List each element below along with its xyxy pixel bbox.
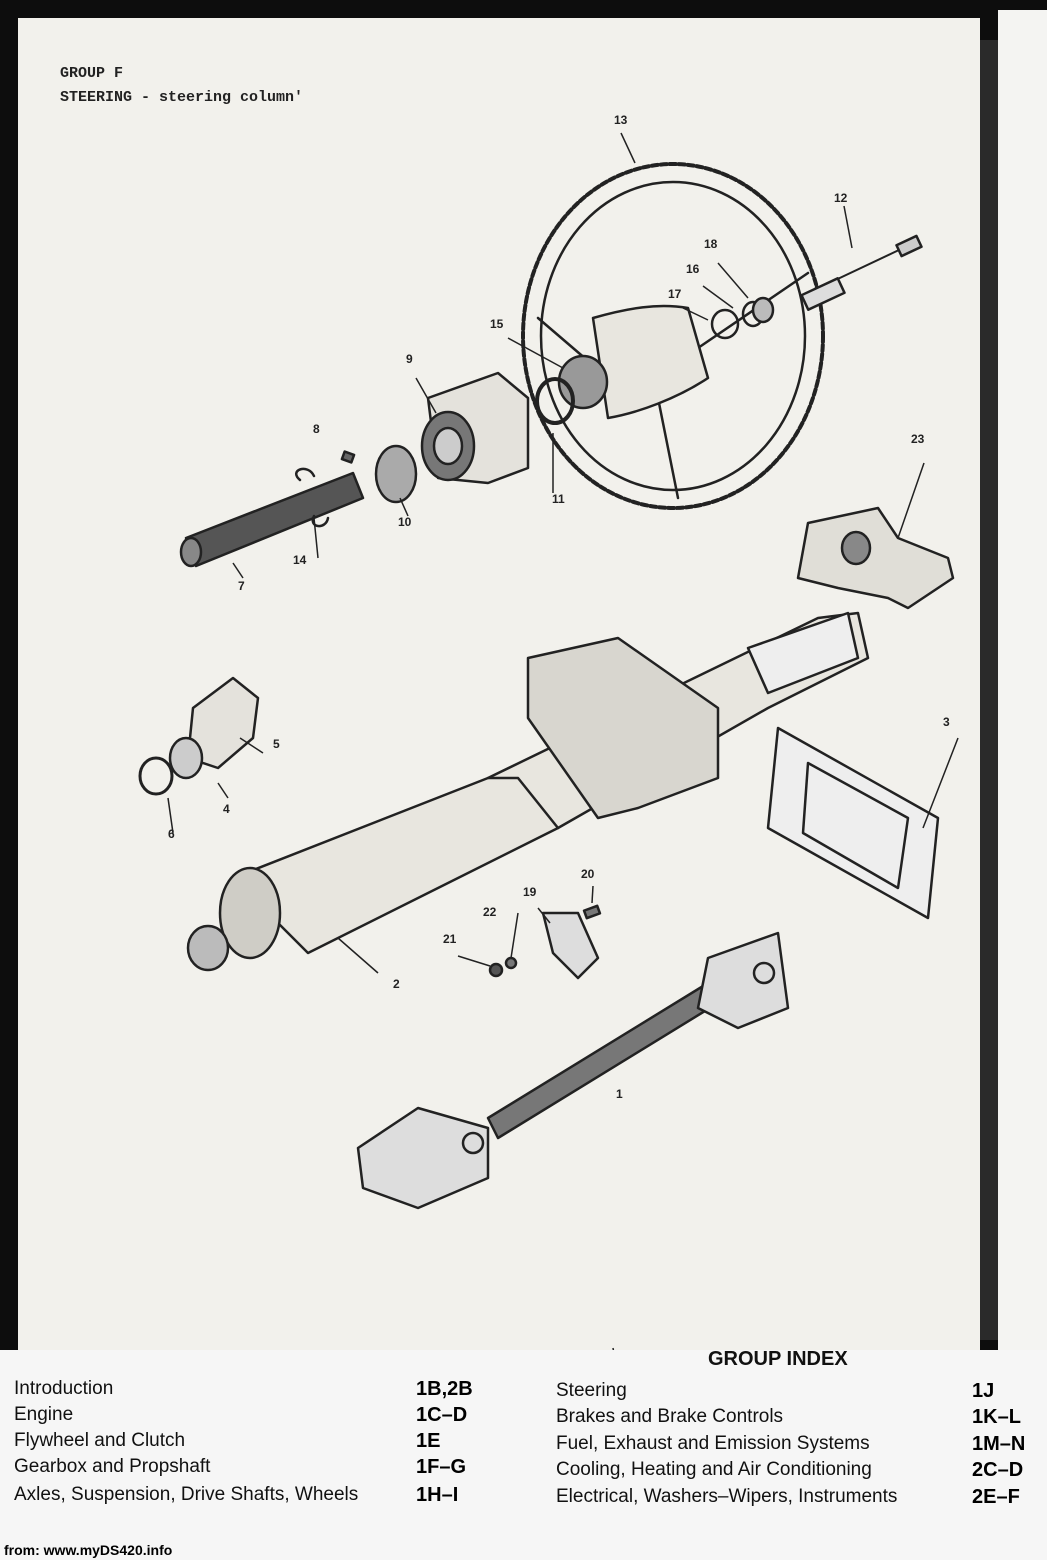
index-item-label[interactable]: Electrical, Washers–Wipers, Instruments [556,1486,898,1507]
part-label-2: 2 [393,977,400,991]
part-label-4: 4 [223,802,230,816]
part-label-5: 5 [273,737,280,751]
screw-part [340,450,356,464]
part-label-3: 3 [943,715,950,729]
shaft-part [179,471,365,568]
part-label-18: 18 [704,237,718,251]
index-item-code[interactable]: 1J [972,1380,995,1402]
index-item-code[interactable]: 2C–D [972,1459,1024,1481]
index-item-code[interactable]: 1M–N [972,1433,1026,1455]
index-item-code[interactable]: 1C–D [416,1404,468,1426]
nut-part [488,962,504,978]
nut-part [751,296,775,324]
index-item-code[interactable]: 1B,2B [416,1378,473,1400]
part-label-11: 11 [552,492,565,506]
group-index-title: GROUP INDEX [708,1348,848,1370]
part-label-10: 10 [398,515,412,529]
index-item-label[interactable]: Fuel, Exhaust and Emission Systems [556,1433,870,1454]
cable-part [800,234,923,311]
exploded-view-diagram: 1 2 3 4 5 6 7 8 9 10 11 12 13 14 15 16 1… [138,113,959,1350]
part-label-14: 14 [293,553,307,567]
index-item-code[interactable]: 2E–F [972,1486,1020,1508]
part-label-9: 9 [406,352,413,366]
part-label-6: 6 [168,827,175,841]
index-item-code[interactable]: 1E [416,1430,441,1452]
steering-wheel-part [521,162,825,510]
part-label-21: 21 [443,932,457,946]
page-edge-margin [998,10,1047,1350]
section-title: STEERING - steering column' [60,89,304,106]
part-label-15: 15 [490,317,504,331]
index-item-label[interactable]: Flywheel and Clutch [14,1430,186,1451]
part-label-22: 22 [483,905,497,919]
index-item-code[interactable]: 1K–L [972,1406,1021,1428]
bracket-clip-part [541,911,600,980]
clip-part [295,467,330,528]
index-item-label[interactable]: Engine [14,1404,74,1425]
index-item-label[interactable]: Brakes and Brake Controls [556,1406,784,1427]
page-edge-shadow [980,40,998,1340]
index-item-code[interactable]: 1H–I [416,1484,459,1506]
part-label-19: 19 [523,885,537,899]
index-item-label[interactable]: Gearbox and Propshaft [14,1456,211,1477]
part-label-20: 20 [581,867,595,881]
part-label-7: 7 [238,579,245,593]
part-label-16: 16 [686,262,700,276]
housing-part [420,371,530,485]
bush-part [374,444,418,504]
washer-part [504,956,518,970]
bracket-part [796,506,955,610]
bolt-part [582,904,602,920]
part-label-1: 1 [616,1087,623,1101]
index-item-label[interactable]: Axles, Suspension, Drive Shafts, Wheels [14,1484,359,1505]
index-item-label[interactable]: Steering [556,1380,627,1401]
washer-part [710,308,740,340]
column-tube-part [186,611,870,972]
part-label-12: 12 [834,191,848,205]
index-item-label[interactable]: Introduction [14,1378,114,1399]
flange-part [138,676,260,796]
part-label-17: 17 [668,287,682,301]
source-footer: from: www.myDS420.info [4,1542,173,1558]
part-label-23: 23 [911,432,925,446]
index-item-code[interactable]: 1F–G [416,1456,467,1478]
gasket-plate-part [766,726,940,920]
group-heading: GROUP F [60,65,124,82]
ring-part [535,377,575,425]
part-label-8: 8 [313,422,320,436]
group-index-panel [0,1350,1047,1560]
universal-joint-shaft-part [356,931,790,1210]
index-item-label[interactable]: Cooling, Heating and Air Conditioning [556,1459,872,1480]
part-label-13: 13 [614,113,628,127]
page-header: GROUP F STEERING - steering column' [60,62,303,110]
